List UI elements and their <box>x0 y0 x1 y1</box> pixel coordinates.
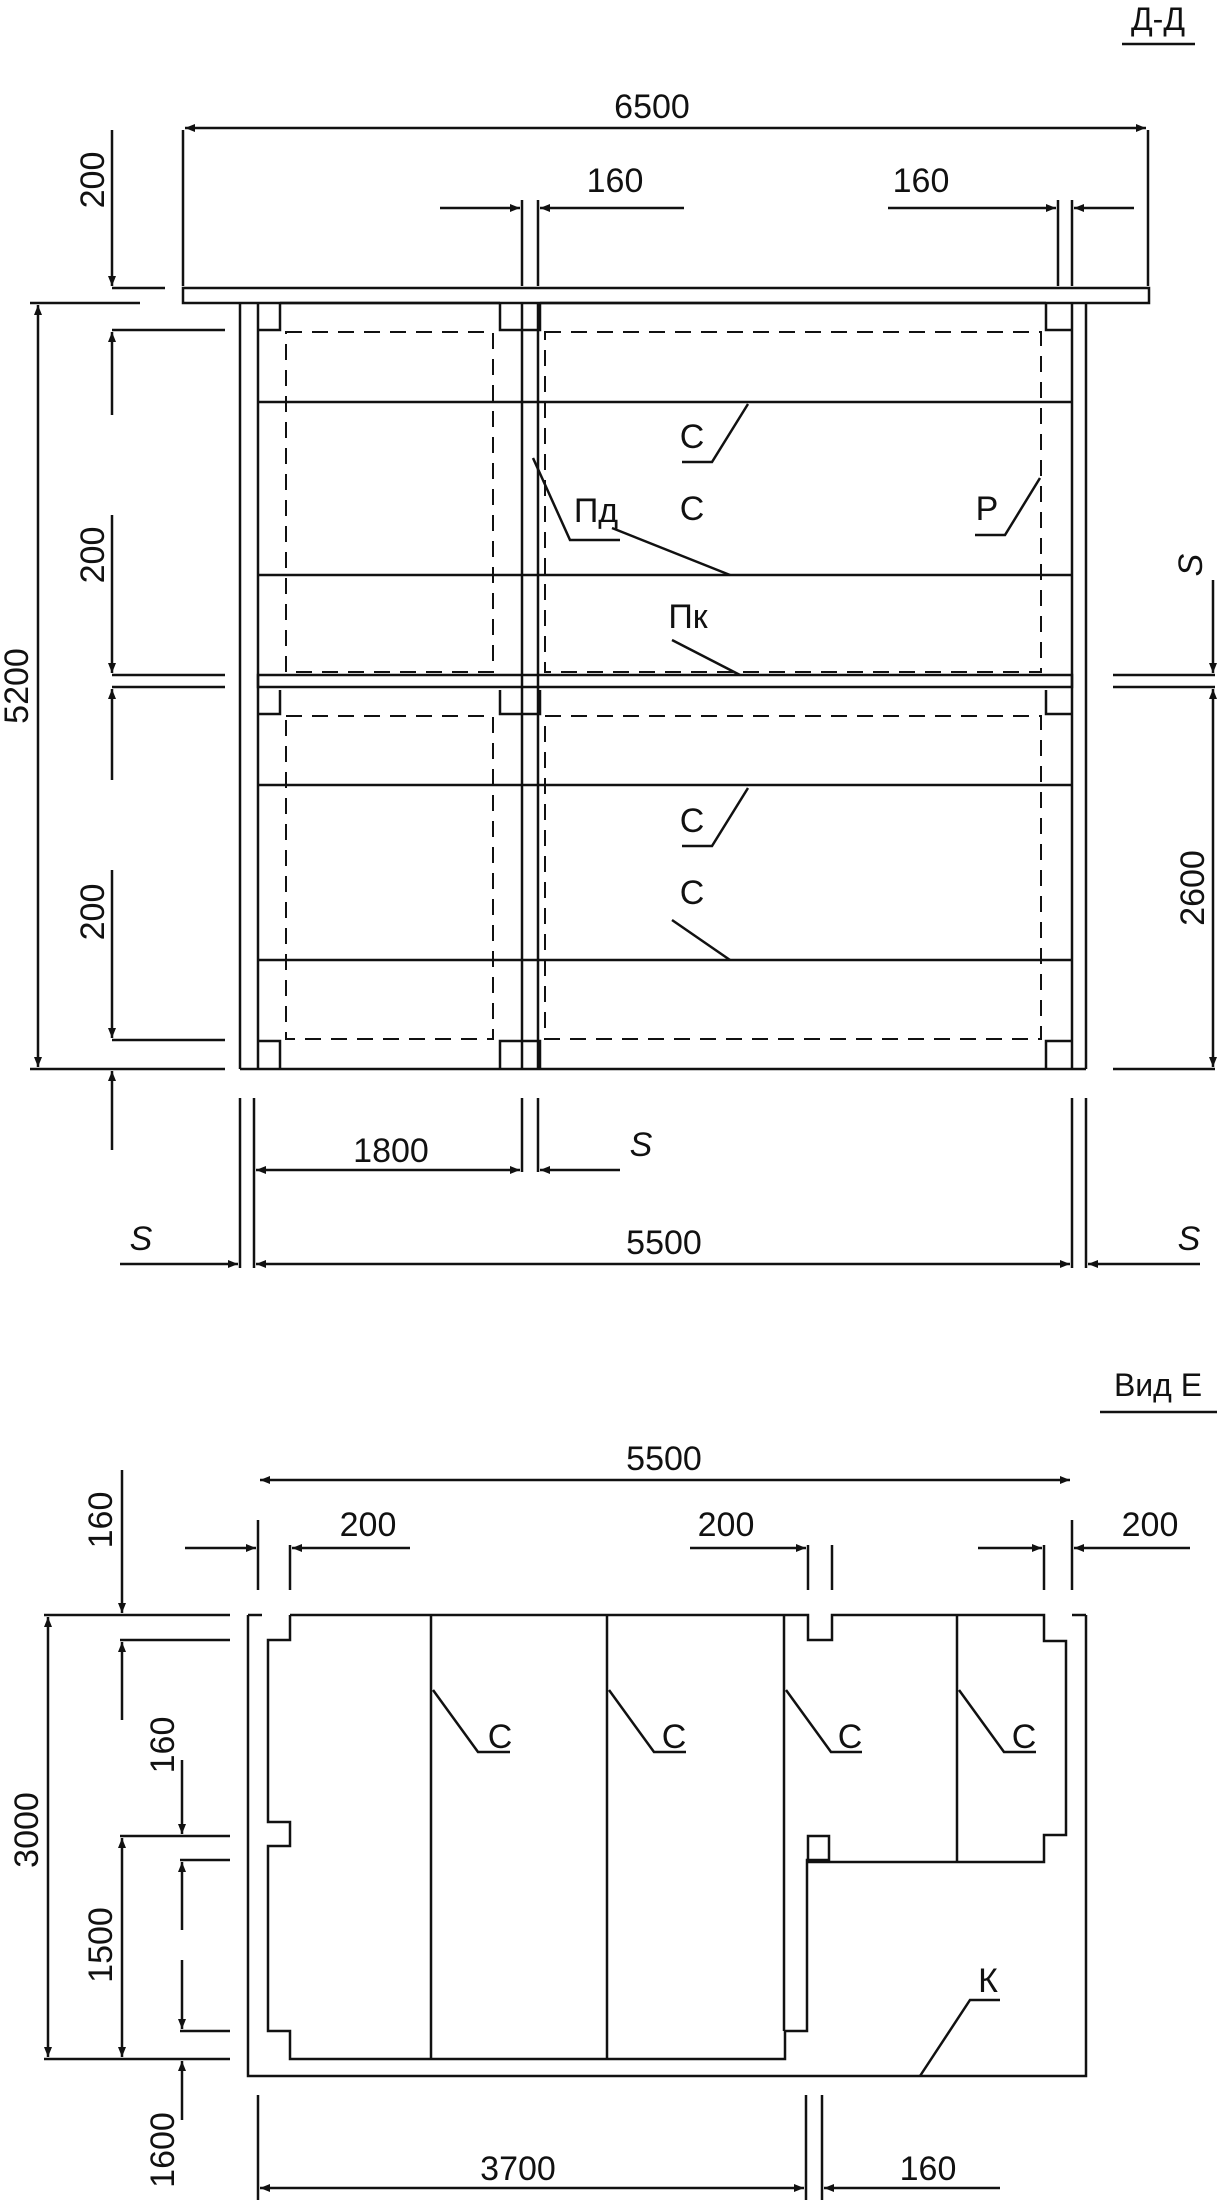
dim-view-e-depth: 3000 <box>8 1792 46 1868</box>
label-pd: Пд <box>574 492 618 530</box>
dim-width-5500: 5500 <box>626 1224 702 1262</box>
dashed-upper-right <box>544 331 1042 673</box>
dim-view-e-wall-mid: 200 <box>698 1506 755 1544</box>
label-c2: С <box>680 490 705 528</box>
section-dd-title: Д-Д <box>1131 1 1185 37</box>
dim-view-e-post: 160 <box>900 2150 957 2188</box>
dim-overall-height: 5200 <box>0 648 36 724</box>
label-pk: Пк <box>668 598 708 636</box>
s-far-right-label: S <box>1178 1220 1201 1258</box>
dashed-lower-right <box>544 715 1042 1040</box>
dim-view-e-3700: 3700 <box>480 2150 556 2188</box>
upper-tank-right-mid <box>522 303 542 332</box>
dashed-lower-left <box>285 715 494 1040</box>
dim-view-e-1500: 1500 <box>82 1907 120 1983</box>
view-e-label-c2: С <box>662 1718 687 1756</box>
dim-band-bottom: 200 <box>74 884 112 941</box>
s-mid-label: S <box>630 1126 653 1164</box>
dim-lower-height: 2600 <box>1174 850 1212 926</box>
view-e-label-c1: С <box>488 1718 513 1756</box>
s-left-label: S <box>130 1220 153 1258</box>
label-p: Р <box>976 490 999 528</box>
dim-view-e-wall-right: 200 <box>1122 1506 1179 1544</box>
upper-tank-left <box>258 303 282 332</box>
dim-width-1800: 1800 <box>353 1132 429 1170</box>
view-e-title: Вид Е <box>1114 1367 1202 1403</box>
view-e <box>44 1410 1217 2200</box>
dim-view-e-wall-left: 200 <box>340 1506 397 1544</box>
dim-band-mid: 200 <box>74 527 112 584</box>
outer-contour-k <box>246 1615 1088 2078</box>
dim-band-top: 200 <box>74 152 112 209</box>
dim-post-right: 160 <box>893 162 950 200</box>
member-pk <box>256 673 1074 689</box>
upper-tank-left-mid <box>498 303 522 332</box>
label-c1: С <box>680 418 705 456</box>
dashed-upper-left <box>285 331 494 673</box>
section-dd <box>30 42 1217 1268</box>
upper-tank-right <box>1044 303 1072 332</box>
view-e-label-c3: С <box>838 1718 863 1756</box>
tank-outline <box>266 1613 1068 2061</box>
view-e-label-c4: С <box>1012 1718 1037 1756</box>
dim-overall-width: 6500 <box>614 88 690 126</box>
label-c4: С <box>680 874 705 912</box>
dim-view-e-1600: 1600 <box>144 2112 182 2188</box>
dim-post-left: 160 <box>587 162 644 200</box>
dim-view-e-overall-width: 5500 <box>626 1440 702 1478</box>
dim-view-e-notch: 160 <box>144 1717 182 1774</box>
top-slab <box>181 286 1151 305</box>
label-c3: С <box>680 802 705 840</box>
dim-view-e-top-offset: 160 <box>82 1492 120 1549</box>
view-e-label-k: К <box>978 1962 998 2000</box>
s-right-label: S <box>1172 553 1210 576</box>
